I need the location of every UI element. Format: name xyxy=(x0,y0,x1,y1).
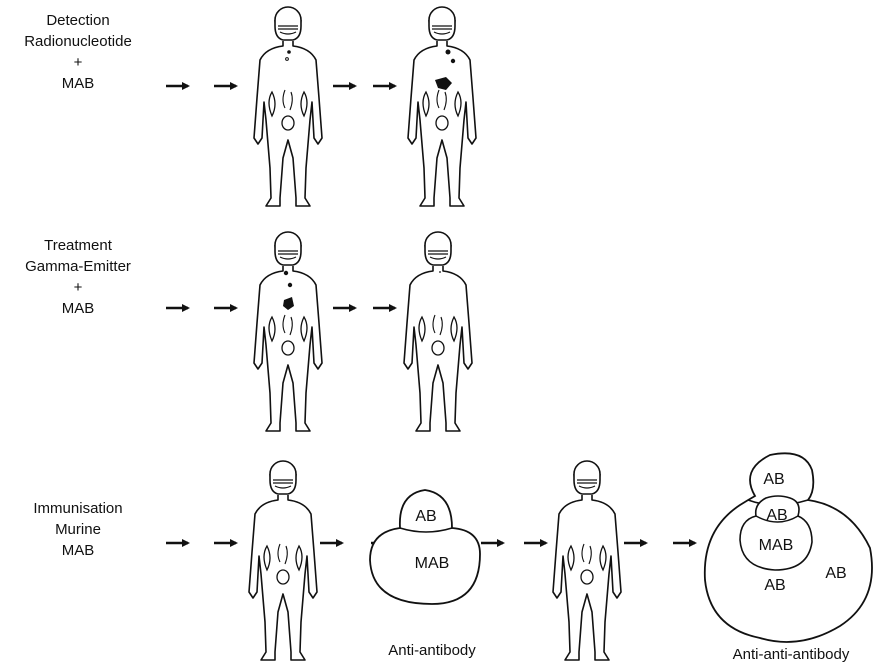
person-figure xyxy=(408,7,476,206)
ab-label: AB xyxy=(415,508,436,525)
anti-antibody-complex: AB MAB xyxy=(370,490,480,604)
tumour-spot xyxy=(288,283,292,287)
ab-label-bottom: AB xyxy=(764,577,785,594)
person-figure xyxy=(254,232,322,431)
ab-label-top: AB xyxy=(763,471,784,488)
anti-anti-antibody-complex: AB AB MAB AB AB xyxy=(705,453,872,642)
person-figure xyxy=(249,461,317,660)
ab-label-inner: AB xyxy=(766,507,787,524)
person-figure xyxy=(404,232,472,431)
ab-label-right: AB xyxy=(825,565,846,582)
tumour-spot xyxy=(446,50,451,55)
mab-label-core: MAB xyxy=(759,537,794,554)
mab-label: MAB xyxy=(415,555,450,572)
anti-antibody-caption: Anti-antibody xyxy=(388,642,476,659)
person-figure xyxy=(553,461,621,660)
tracer-dot xyxy=(287,50,291,54)
anti-anti-antibody-caption: Anti-anti-antibody xyxy=(733,646,850,663)
person-figure xyxy=(254,7,322,206)
tumour-spot xyxy=(451,59,455,63)
tumour-spot xyxy=(284,271,288,275)
tracer-dot xyxy=(439,271,441,273)
